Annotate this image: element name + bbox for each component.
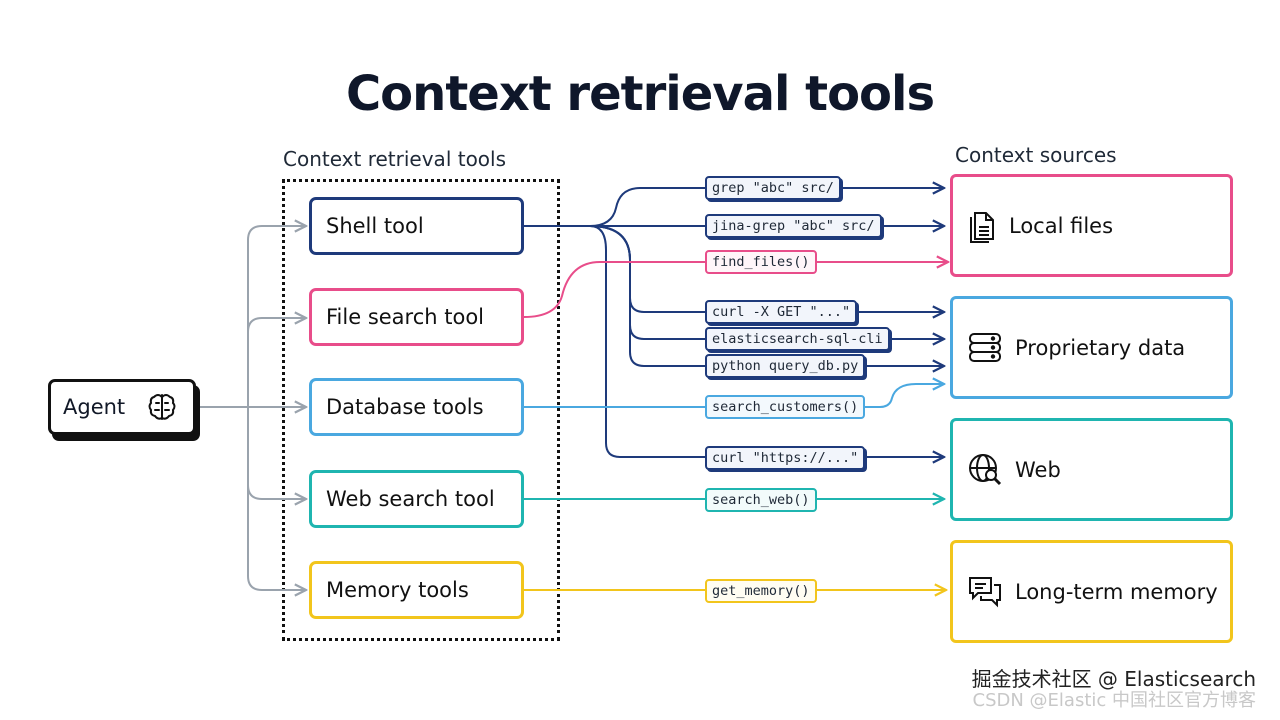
tool-label: Database tools — [326, 395, 484, 419]
command-chip: jina-grep "abc" src/ — [705, 214, 882, 238]
source-label: Local files — [1009, 213, 1114, 238]
tool-shell: Shell tool — [309, 197, 524, 255]
sources-group-label: Context sources — [955, 143, 1117, 167]
source-proprietary-data: Proprietary data — [950, 296, 1233, 399]
watermark-line1: 掘金技术社区 @ Elasticsearch — [971, 667, 1256, 691]
tool-label: Memory tools — [326, 578, 469, 602]
tool-web-search: Web search tool — [309, 470, 524, 528]
command-chip: elasticsearch-sql-cli — [705, 327, 890, 351]
database-icon — [967, 331, 1003, 365]
source-long-term-memory: Long-term memory — [950, 540, 1233, 643]
command-chip: search_web() — [705, 488, 817, 512]
source-web: Web — [950, 418, 1233, 521]
command-chip: search_customers() — [705, 395, 866, 419]
agent-node: Agent — [48, 379, 196, 435]
command-chip: curl "https://..." — [705, 446, 866, 470]
source-label: Long-term memory — [1015, 579, 1218, 604]
watermark-line2: CSDN @Elastic 中国社区官方博客 — [972, 690, 1257, 711]
tool-label: Web search tool — [326, 487, 495, 511]
command-chip: get_memory() — [705, 579, 817, 603]
tool-label: File search tool — [326, 305, 485, 329]
tools-group-border — [282, 179, 560, 641]
command-chip: grep "abc" src/ — [705, 176, 841, 200]
command-chip: curl -X GET "..." — [705, 300, 858, 324]
diagram-title: Context retrieval tools — [345, 66, 935, 122]
source-label: Web — [1015, 457, 1061, 482]
tool-label: Shell tool — [326, 214, 424, 238]
command-chip: find_files() — [705, 250, 817, 274]
chat-bubbles-icon — [967, 574, 1003, 610]
tool-database: Database tools — [309, 378, 524, 436]
document-icon — [967, 209, 997, 243]
command-chip: python query_db.py — [705, 354, 866, 378]
watermark: 掘金技术社区 @ Elasticsearch CSDN @Elastic 中国社… — [972, 668, 1256, 712]
tool-file-search: File search tool — [309, 288, 524, 346]
tool-memory: Memory tools — [309, 561, 524, 619]
brain-icon — [145, 390, 179, 424]
globe-search-icon — [967, 452, 1003, 488]
source-local-files: Local files — [950, 174, 1233, 277]
tools-group-label: Context retrieval tools — [283, 147, 507, 171]
agent-label: Agent — [63, 395, 126, 419]
source-label: Proprietary data — [1015, 335, 1186, 360]
